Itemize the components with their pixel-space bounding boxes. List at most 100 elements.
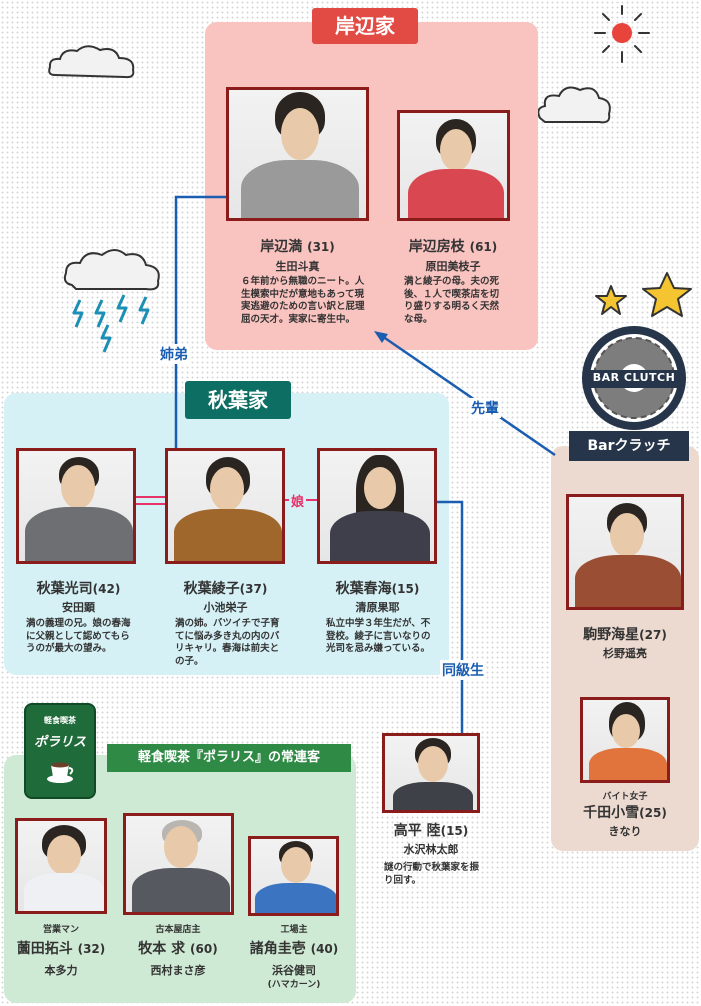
actor-name-riku: 水沢林太郎 [403, 843, 459, 856]
portrait-face [47, 835, 81, 875]
age-text: (31) [307, 240, 335, 254]
age-text: (15) [440, 824, 469, 838]
portrait-face [61, 465, 95, 509]
akiba-family-title: 秋葉家 [185, 381, 291, 419]
age-text: (60) [190, 942, 218, 956]
star-icon [595, 285, 627, 315]
bar-clutch-logo: BAR CLUTCH [578, 322, 690, 434]
portrait-takuto [15, 818, 107, 914]
polaris-logo-top: 軽食喫茶 [44, 716, 76, 725]
bar-clutch-title: Barクラッチ [569, 431, 689, 461]
portrait-body [589, 748, 667, 780]
character-name-fusae: 岸辺房枝 (61) [393, 236, 513, 256]
portrait-harumi [317, 448, 437, 564]
role-label-keiichi: 工場主 [280, 925, 308, 935]
portrait-body [24, 873, 104, 911]
relation-classmate-label: 同級生 [440, 660, 486, 680]
actor-name-fusae: 原田美枝子 [425, 260, 481, 273]
senpai-line [381, 334, 556, 457]
age-text: (40) [310, 942, 339, 956]
portrait-fusae [397, 110, 510, 221]
character-name-riku: 高平 陸(15) [372, 820, 490, 840]
actor-name-mitsuru: 生田斗真 [275, 260, 320, 273]
portrait-face [612, 714, 640, 748]
role-label-takuto: 営業マン [42, 925, 79, 935]
name-text: 駒野海星 [583, 627, 640, 643]
rain-cloud-icon [63, 249, 160, 353]
actor-name-keiichi: 浜谷健司 [272, 964, 316, 977]
character-name-mitsuru: 岸辺満 (31) [226, 236, 369, 256]
description-riku: 謎の行動で秋葉家を振り回す。 [384, 862, 480, 886]
cloud-icon [48, 45, 135, 79]
name-text: 牧本 求 [138, 941, 186, 957]
sun-icon [594, 5, 650, 63]
character-name-takuto: 薗田拓斗 (32) [4, 938, 118, 958]
gear-icon [582, 326, 686, 430]
portrait-keiichi [248, 836, 339, 916]
portrait-body [393, 782, 473, 810]
character-name-motomu: 牧本 求 (60) [120, 938, 236, 958]
portrait-koji [16, 448, 136, 564]
portrait-face [440, 129, 472, 171]
name-text: 岸辺房枝 [408, 239, 465, 255]
age-text: (15) [391, 582, 420, 596]
relation-daughter-label: 娘 [289, 491, 307, 510]
description-harumi: 私立中学３年生だが、不登校。綾子に言いなりの光司を忌み嫌っている。 [326, 618, 431, 654]
character-name-kaisei: 駒野海星(27) [556, 624, 694, 644]
actor-name-motomu: 西村まさ彦 [150, 964, 206, 977]
name-text: 千田小雪 [583, 805, 640, 821]
portrait-motomu [123, 813, 234, 915]
actor-note-keiichi: (ハマカーン) [267, 980, 321, 990]
portrait-body [575, 555, 681, 607]
age-text: (32) [77, 942, 106, 956]
portrait-face [364, 467, 396, 509]
relation-sister-brother-label: 姉弟 [158, 344, 190, 364]
name-text: 秋葉綾子 [183, 581, 240, 597]
polaris-logo: 軽食喫茶 ポラリス [24, 703, 96, 799]
portrait-riku [382, 733, 480, 813]
character-name-ayako: 秋葉綾子(37) [163, 578, 288, 598]
age-text: (27) [639, 628, 667, 642]
character-name-koji: 秋葉光司(42) [16, 578, 141, 598]
bar-clutch-logo-text: BAR CLUTCH [592, 371, 676, 384]
age-text: (61) [469, 240, 498, 254]
portrait-body [25, 507, 133, 561]
description-mitsuru: ６年前から無職のニート。人生模索中だが意地もあって現実逃避のための言い訳と屁理屈… [241, 276, 365, 325]
sibling-line [174, 195, 236, 450]
cloud-icon [537, 86, 611, 124]
role-label-koyuki: バイト女子 [602, 792, 648, 802]
description-koji: 満の義理の兄。娘の春海に父親として認めてもらうのが最大の望み。 [26, 618, 131, 654]
arrowhead [374, 331, 388, 343]
portrait-face [610, 513, 644, 557]
actor-name-harumi: 清原果耶 [355, 601, 400, 614]
portrait-ayako [165, 448, 285, 564]
portrait-face [210, 467, 244, 511]
portrait-face [418, 746, 448, 782]
portrait-body [174, 509, 282, 561]
portrait-face [281, 108, 319, 160]
name-text: 諸角圭壱 [249, 941, 306, 957]
polaris-regulars-title: 軽食喫茶『ポラリス』の常連客 [107, 744, 351, 772]
actor-name-koji: 安田顕 [62, 601, 95, 614]
age-text: (42) [92, 582, 121, 596]
portrait-body [255, 883, 336, 913]
star-icon [642, 272, 692, 317]
kishibe-family-title: 岸辺家 [312, 8, 418, 44]
role-label-motomu: 古本屋店主 [155, 925, 201, 935]
age-text: (25) [639, 806, 667, 820]
portrait-mitsuru [226, 87, 369, 221]
name-text: 高平 陸 [393, 823, 441, 839]
actor-name-koyuki: きなり [608, 825, 642, 838]
name-text: 岸辺満 [260, 239, 303, 255]
portrait-body [330, 511, 430, 561]
portrait-kaisei [566, 494, 684, 610]
actor-name-ayako: 小池栄子 [203, 601, 248, 614]
description-fusae: 満と綾子の母。夫の死後、１人で喫茶店を切り盛りする明るく天然な母。 [404, 276, 500, 325]
name-text: 秋葉光司 [36, 581, 93, 597]
portrait-body [241, 160, 359, 218]
character-name-koyuki: 千田小雪(25) [556, 802, 694, 822]
name-text: 秋葉春海 [335, 581, 392, 597]
actor-name-kaisei: 杉野遥亮 [603, 647, 647, 660]
coffee-cup-icon [47, 762, 74, 783]
name-text: 薗田拓斗 [16, 941, 73, 957]
